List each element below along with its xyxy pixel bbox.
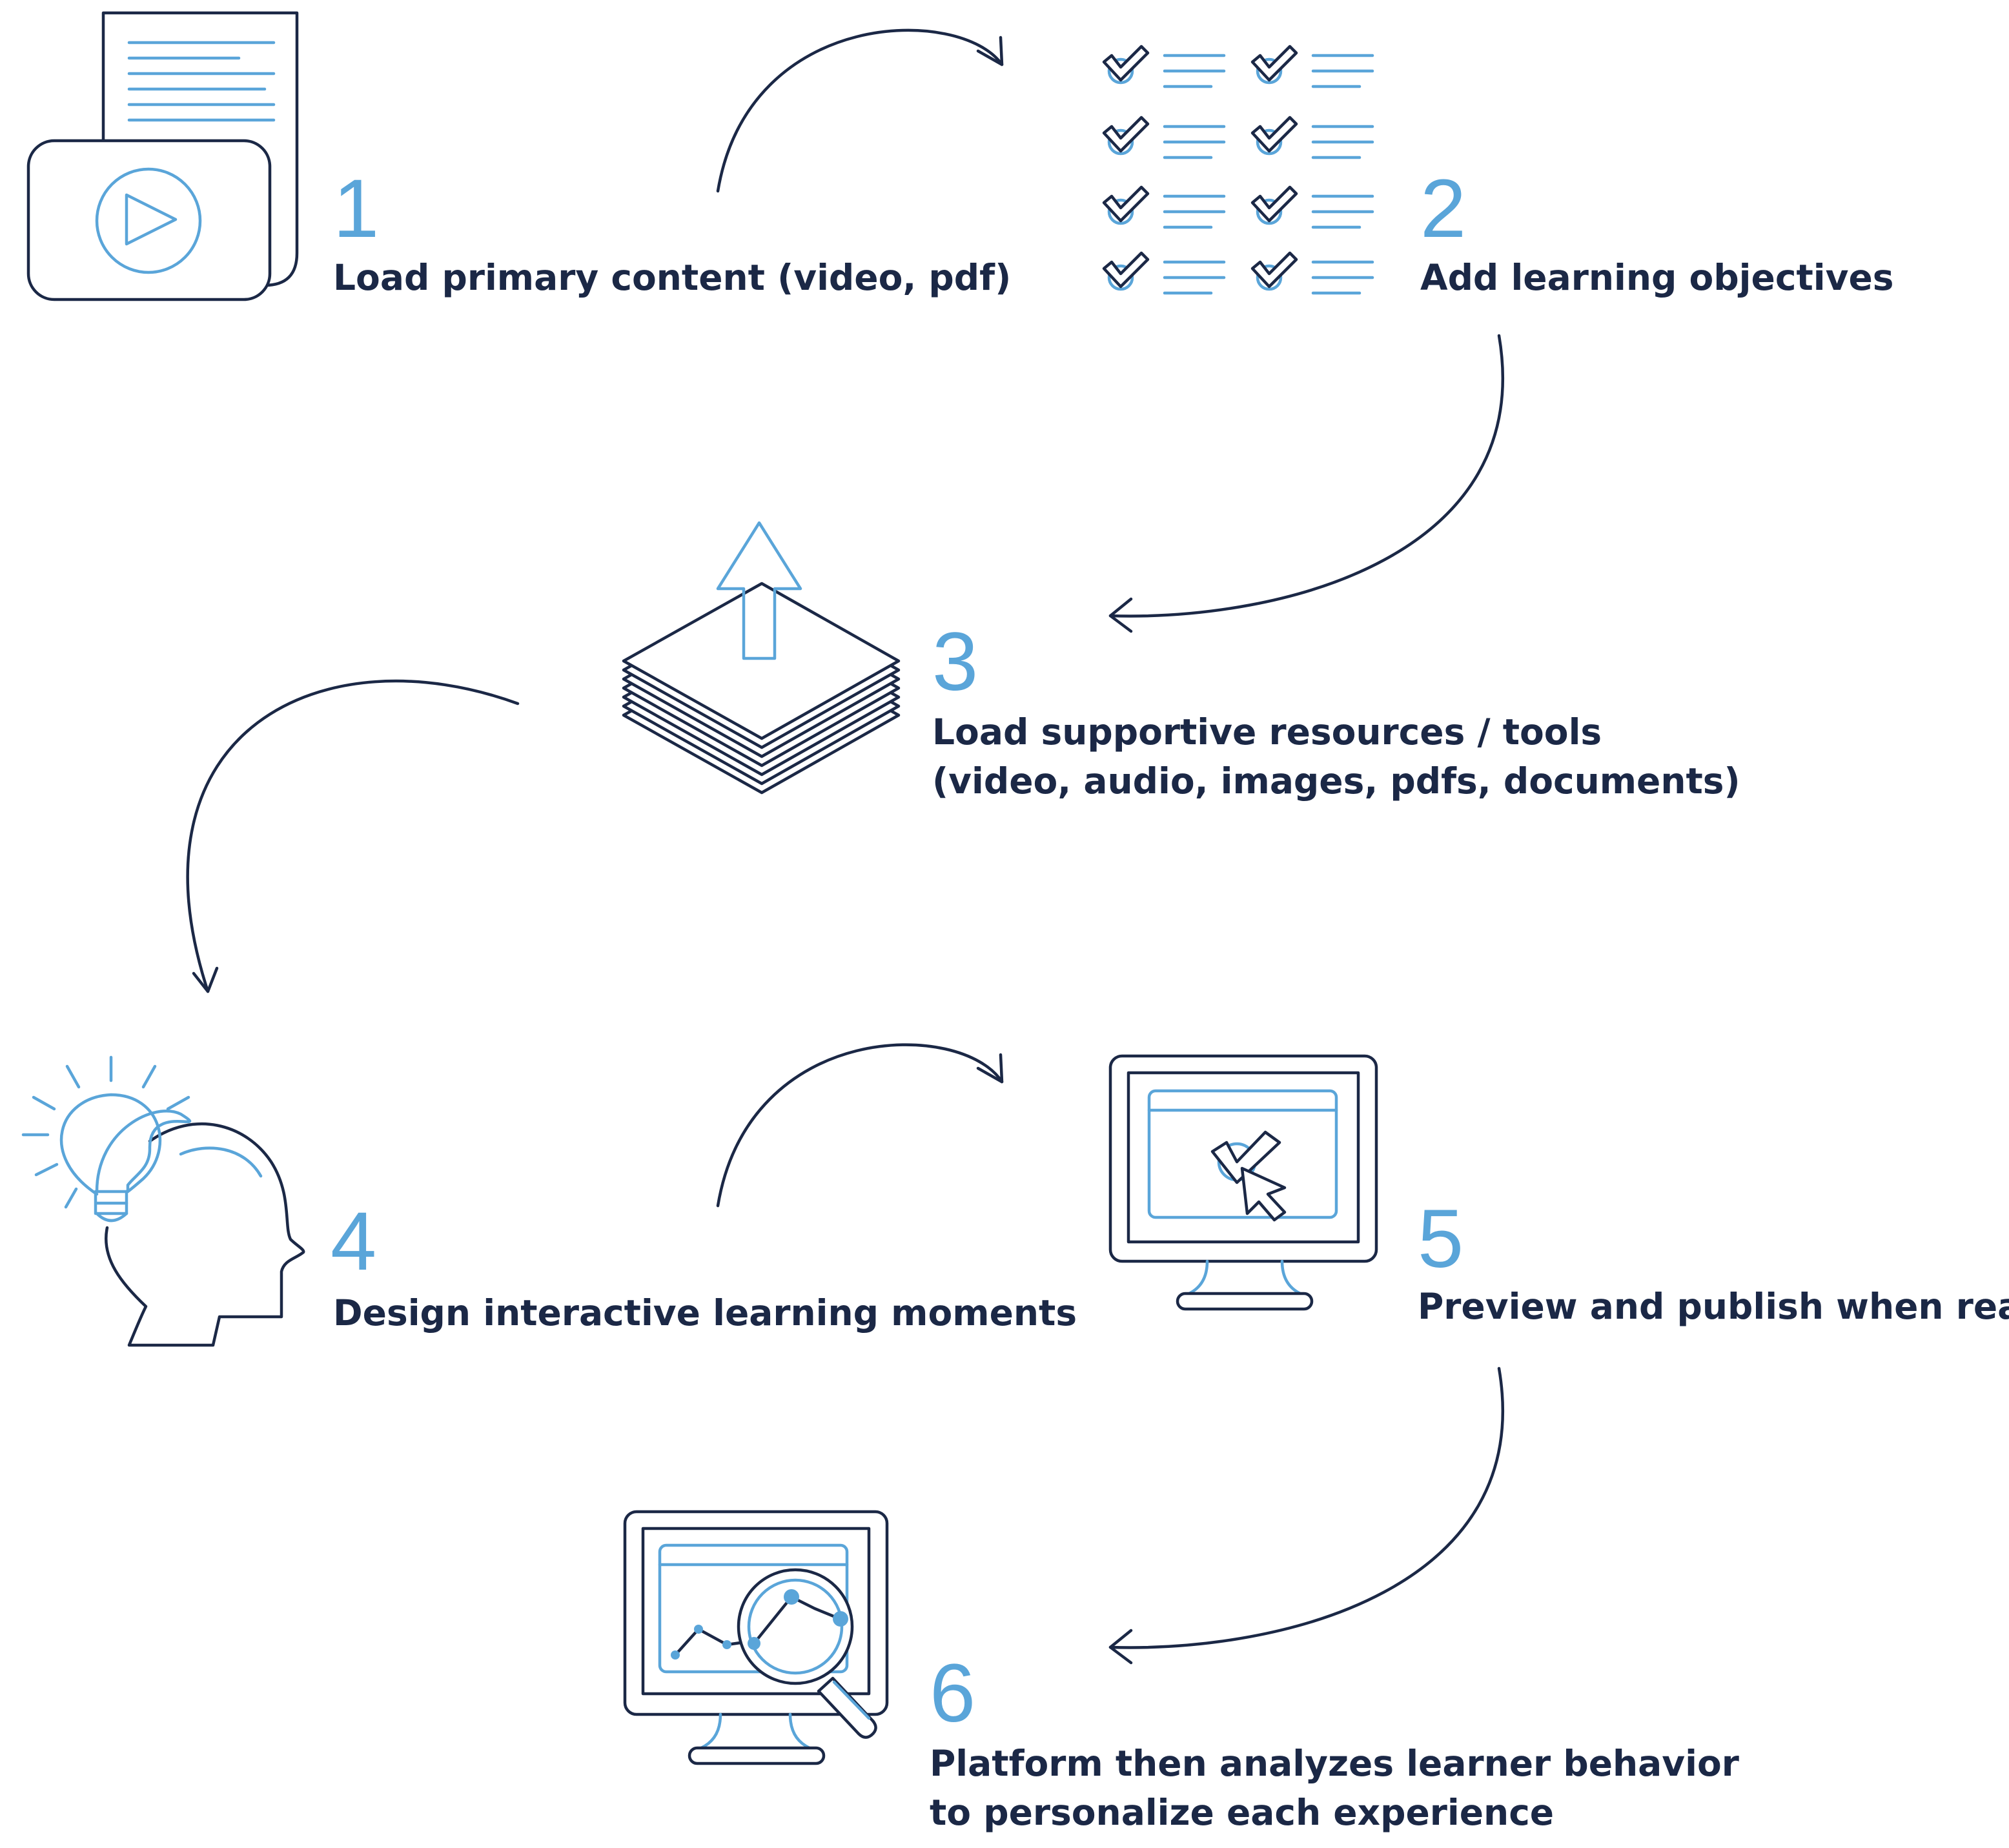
step-2-number: 2 xyxy=(1420,163,1467,255)
paper-sheet-icon xyxy=(622,582,901,740)
monitor-checkmark-icon xyxy=(1108,1054,1378,1311)
arrow-2-to-3 xyxy=(1108,334,1505,633)
step-6-number: 6 xyxy=(930,1647,976,1740)
step-3-label-line1: Load supportive resources / tools xyxy=(932,711,1602,753)
arrow-5-to-6 xyxy=(1108,1366,1505,1665)
video-document-icon xyxy=(26,11,299,301)
check-item-icon xyxy=(1250,185,1374,229)
lightbulb-icon xyxy=(21,1055,192,1223)
check-item-icon xyxy=(1102,45,1226,88)
check-item-icon xyxy=(1250,45,1374,88)
arrow-3-to-4 xyxy=(186,679,520,993)
step-3-number: 3 xyxy=(932,616,979,708)
step-3-label-line2: (video, audio, images, pdfs, documents) xyxy=(932,760,1740,802)
step-5-label: Preview and publish when ready xyxy=(1418,1286,2009,1327)
arrow-4-to-5 xyxy=(716,1043,1004,1208)
step-4-number: 4 xyxy=(331,1195,377,1288)
monitor-analytics-icon xyxy=(623,1510,889,1765)
step-5-number: 5 xyxy=(1418,1193,1464,1285)
check-item-icon xyxy=(1102,116,1226,159)
light-rays-icon xyxy=(21,1055,190,1209)
magnifier-icon xyxy=(737,1568,877,1739)
step-2-label: Add learning objectives xyxy=(1420,257,1894,298)
check-item-icon xyxy=(1102,185,1226,229)
upload-stack-icon xyxy=(622,521,901,795)
upload-arrow-icon xyxy=(716,521,802,660)
checklist-icon xyxy=(1102,45,1374,295)
check-item-icon xyxy=(1102,251,1226,295)
step-1-number: 1 xyxy=(333,163,380,255)
step-1-label: Load primary content (video, pdf) xyxy=(333,257,1012,298)
check-item-icon xyxy=(1250,251,1374,295)
check-item-icon xyxy=(1250,116,1374,159)
step-6-label-line2: to personalize each experience xyxy=(930,1792,1555,1833)
step-6-label-line1: Platform then analyzes learner behavior xyxy=(930,1743,1739,1784)
step-4-label: Design interactive learning moments xyxy=(333,1292,1077,1334)
arrow-1-to-2 xyxy=(716,28,1004,193)
head-lightbulb-icon xyxy=(21,1055,305,1347)
play-icon xyxy=(95,167,202,274)
document-lines-icon xyxy=(127,41,276,122)
